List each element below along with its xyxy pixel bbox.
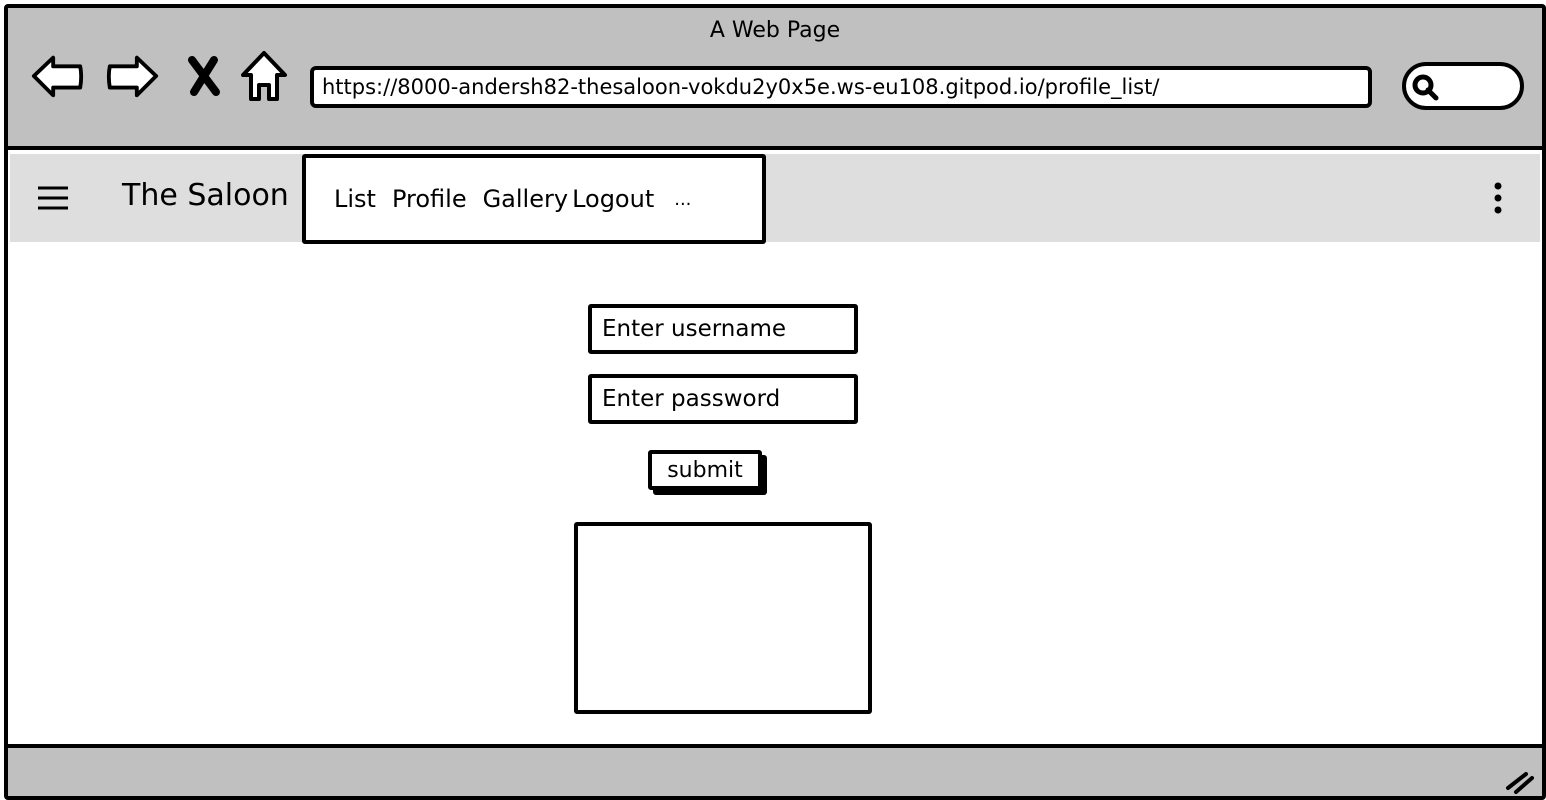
browser-window: A Web Page bbox=[4, 4, 1546, 800]
browser-chrome: A Web Page bbox=[8, 8, 1542, 150]
nav-item-profile[interactable]: Profile bbox=[391, 185, 467, 213]
nav-item-list[interactable]: List bbox=[334, 185, 376, 213]
username-input[interactable] bbox=[592, 308, 864, 350]
nav-item-logout[interactable]: Logout bbox=[572, 185, 655, 213]
back-arrow-icon[interactable] bbox=[30, 48, 86, 104]
close-x-icon[interactable] bbox=[176, 48, 232, 104]
nav-more[interactable]: ... bbox=[674, 188, 692, 210]
brand-title: The Saloon bbox=[122, 178, 289, 213]
browser-search-box[interactable] bbox=[1402, 62, 1524, 110]
content-box bbox=[574, 522, 872, 714]
window-title: A Web Page bbox=[709, 18, 841, 43]
resize-grip-icon[interactable] bbox=[1504, 766, 1536, 796]
vertical-dots-icon[interactable] bbox=[1486, 180, 1510, 216]
status-bar bbox=[8, 744, 1542, 796]
search-icon bbox=[1412, 74, 1439, 101]
forward-arrow-icon[interactable] bbox=[104, 48, 160, 104]
hamburger-menu-icon[interactable] bbox=[36, 180, 70, 216]
nav-menu: List Profile Gallery Logout ... bbox=[302, 154, 766, 244]
username-field[interactable] bbox=[588, 304, 864, 354]
url-input[interactable] bbox=[314, 70, 1370, 104]
home-icon[interactable] bbox=[236, 48, 292, 104]
password-input[interactable] bbox=[592, 378, 864, 420]
app-bar: The Saloon List Profile Gallery Logout .… bbox=[10, 154, 1540, 244]
address-bar[interactable] bbox=[310, 66, 1372, 108]
password-field[interactable] bbox=[588, 374, 864, 424]
nav-item-gallery[interactable]: Gallery bbox=[482, 185, 569, 213]
submit-button[interactable]: submit bbox=[648, 450, 762, 490]
